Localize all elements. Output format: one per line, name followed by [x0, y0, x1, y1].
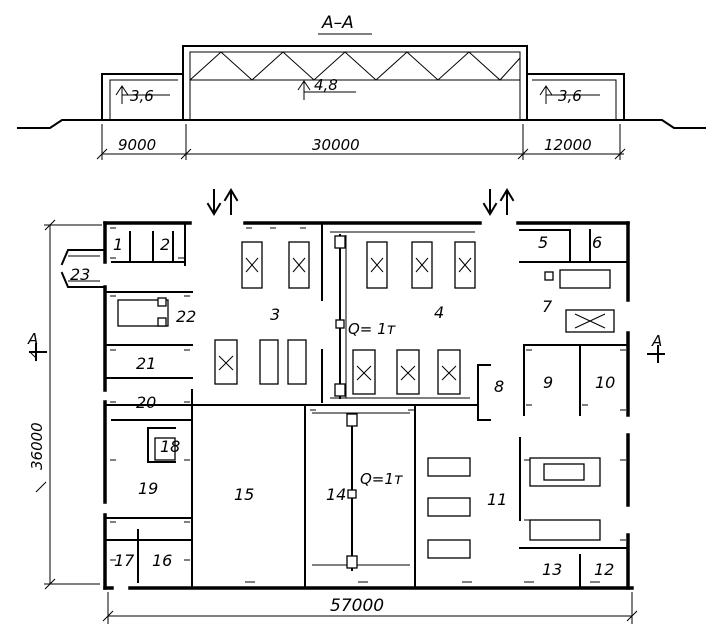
- room-1: 1: [113, 235, 123, 254]
- span-center: 30000: [312, 136, 360, 154]
- crane-capacity-room-4: Q= 1т: [348, 320, 397, 338]
- left-bay-inner: [109, 79, 178, 120]
- room-9: 9: [543, 373, 553, 392]
- main-bay-outline: [182, 45, 528, 121]
- overall-width-label: 57000: [330, 596, 384, 616]
- crane-track-room-14: [312, 412, 410, 571]
- wall-ticks: [110, 227, 626, 583]
- level-mark-center: 4,8: [297, 76, 356, 100]
- room-7: 7: [542, 297, 553, 316]
- workbenches: [117, 269, 615, 559]
- overall-depth-label: 36000: [28, 422, 46, 470]
- room-15: 15: [234, 485, 254, 504]
- room-2: 2: [160, 235, 170, 254]
- level-mark-right: 3,6: [539, 85, 600, 105]
- left-bay-outline: [101, 73, 184, 121]
- section-a-a: А–А 3,6 4,8 3,6 9000: [17, 13, 706, 160]
- room-18: 18: [160, 437, 180, 456]
- crane-capacity-room-14: Q=1т: [360, 470, 404, 488]
- room-14: 14: [326, 485, 346, 504]
- right-bay-inner: [532, 79, 617, 120]
- entrance-arrows-left: [206, 188, 239, 216]
- section-dimension-line: 9000 30000 12000: [96, 124, 626, 160]
- span-right: 12000: [544, 136, 592, 154]
- interior-partitions: [104, 222, 629, 589]
- room-5: 5: [538, 233, 548, 252]
- room-13: 13: [542, 560, 562, 579]
- level-mark-right-value: 3,6: [558, 87, 582, 105]
- dimension-width: 57000: [102, 592, 638, 624]
- room-4: 4: [434, 303, 444, 322]
- room-23: 23: [70, 265, 90, 284]
- room-8: 8: [494, 377, 504, 396]
- section-cut-left: А: [27, 330, 47, 361]
- section-cut-right-label: А: [651, 332, 662, 350]
- ground-line: [17, 119, 706, 129]
- room-16: 16: [152, 551, 172, 570]
- level-mark-center-value: 4,8: [314, 76, 338, 94]
- section-cut-left-label: А: [27, 330, 38, 348]
- entrance-arrows-right: [482, 188, 515, 216]
- right-bay-outline: [526, 73, 625, 121]
- main-bay-inner: [189, 51, 521, 120]
- roof-truss: [189, 51, 521, 81]
- level-mark-left: 3,6: [115, 85, 170, 105]
- section-cut-right: А: [647, 332, 665, 363]
- room-10: 10: [595, 373, 615, 392]
- annex-23: [60, 249, 106, 288]
- room-19: 19: [138, 479, 158, 498]
- level-mark-left-value: 3,6: [130, 87, 154, 105]
- floor-plan: Q= 1т Q=1т 1 2 3 4 5 6 7 8 9 10 11 12 13…: [27, 188, 665, 624]
- room-6: 6: [592, 233, 602, 252]
- room-3: 3: [270, 305, 280, 324]
- section-title: А–А: [321, 13, 354, 33]
- crane-track-room-4: [330, 231, 475, 399]
- room-22: 22: [176, 307, 196, 326]
- vehicle-positions: [214, 241, 476, 395]
- room-11: 11: [487, 490, 507, 509]
- room-21: 21: [136, 354, 156, 373]
- span-left: 9000: [118, 136, 156, 154]
- outer-walls: [103, 221, 634, 590]
- room-20: 20: [136, 393, 156, 412]
- room-12: 12: [594, 560, 614, 579]
- dimension-depth: 36000: [28, 219, 102, 590]
- room-17: 17: [114, 551, 135, 570]
- room-labels: 1 2 3 4 5 6 7 8 9 10 11 12 13 14 15 16 1…: [70, 233, 615, 579]
